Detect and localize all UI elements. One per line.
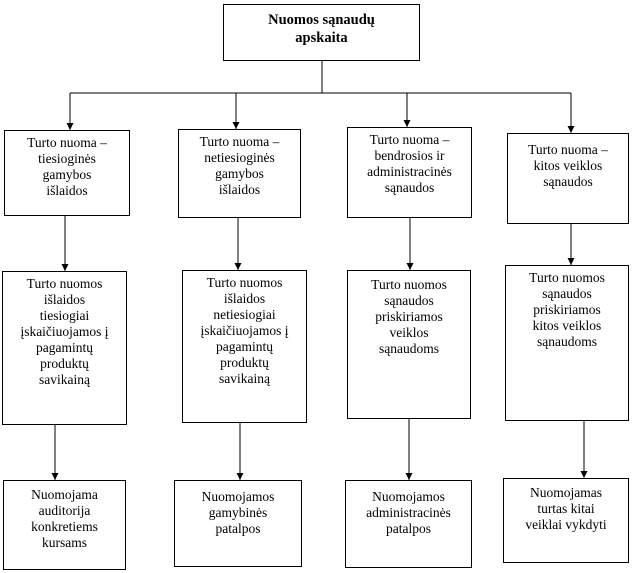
col1-level1-node: Turto nuoma – tiesioginės gamybos išlaid… <box>4 130 130 216</box>
col3-level3-node: Nuomojamos administracinės patalpos <box>345 480 472 568</box>
col4-level1-node: Turto nuoma – kitos veiklos sąnaudos <box>507 133 629 224</box>
col2-level3-node: Nuomojamos gamybinės patalpos <box>174 480 302 567</box>
col1-level2-node: Turto nuomos išlaidos tiesiogiai įskaiči… <box>2 271 127 425</box>
col3-level2-node: Turto nuomos sąnaudos priskiriamos veikl… <box>347 270 471 419</box>
root-node: Nuomos sąnaudų apskaita <box>223 4 420 61</box>
col2-level2-node: Turto nuomos išlaidos netiesiogiai įskai… <box>182 270 307 423</box>
col1-level3-node: Nuomojama auditorija konkretiems kursams <box>3 480 126 570</box>
col4-level3-node: Nuomojamas turtas kitai veiklai vykdyti <box>503 478 629 563</box>
col3-level1-node: Turto nuoma – bendrosios ir administraci… <box>347 127 472 218</box>
col4-level2-node: Turto nuomos sąnaudos priskiriamos kitos… <box>505 265 629 421</box>
col2-level1-node: Turto nuoma – netiesioginės gamybos išla… <box>178 129 301 218</box>
